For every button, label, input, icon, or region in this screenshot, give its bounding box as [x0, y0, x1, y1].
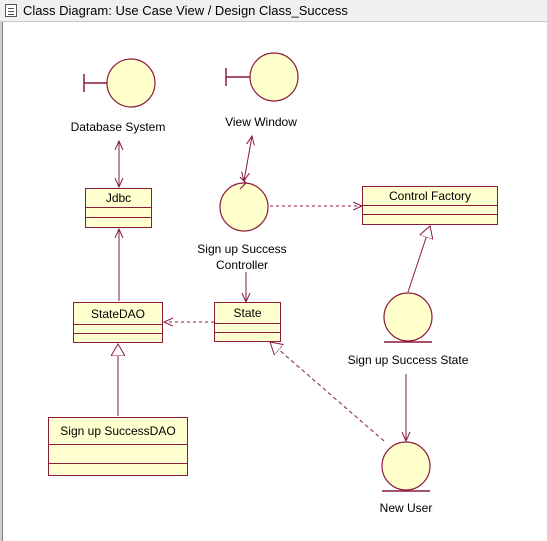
class-signup-success-dao[interactable]: Sign up SuccessDAO: [48, 417, 188, 476]
entity-signup-success-state[interactable]: [383, 292, 433, 343]
class-jdbc-name: Jdbc: [86, 189, 151, 208]
label-database-system: Database System: [70, 120, 166, 134]
class-state-name: State: [215, 303, 280, 324]
window-title: Class Diagram: Use Case View / Design Cl…: [23, 3, 348, 18]
class-jdbc[interactable]: Jdbc: [85, 188, 152, 228]
label-signup-success-state: Sign up Success State: [347, 353, 469, 367]
boundary-view-window[interactable]: [225, 52, 299, 102]
entity-new-user[interactable]: [381, 441, 431, 492]
class-control-factory-name: Control Factory: [363, 187, 497, 206]
control-signup-success-controller[interactable]: [219, 176, 269, 232]
class-control-factory[interactable]: Control Factory: [362, 186, 498, 225]
class-state-dao[interactable]: StateDAO: [73, 302, 163, 343]
label-controller-line1: Sign up Success: [197, 242, 287, 256]
boundary-database-system[interactable]: [83, 58, 156, 108]
generalization-state-controlfactory: [407, 226, 430, 293]
title-bar: Class Diagram: Use Case View / Design Cl…: [0, 0, 547, 22]
label-view-window: View Window: [225, 115, 297, 129]
class-state-dao-name: StateDAO: [74, 303, 162, 325]
label-controller-line2: Controller: [215, 258, 269, 272]
diagram-icon: [5, 4, 17, 17]
left-frame-border: [0, 22, 3, 541]
label-new-user: New User: [379, 501, 433, 515]
link-viewwindow-controller: [244, 136, 252, 181]
class-signup-success-dao-name: Sign up SuccessDAO: [49, 418, 187, 445]
class-state[interactable]: State: [214, 302, 281, 342]
